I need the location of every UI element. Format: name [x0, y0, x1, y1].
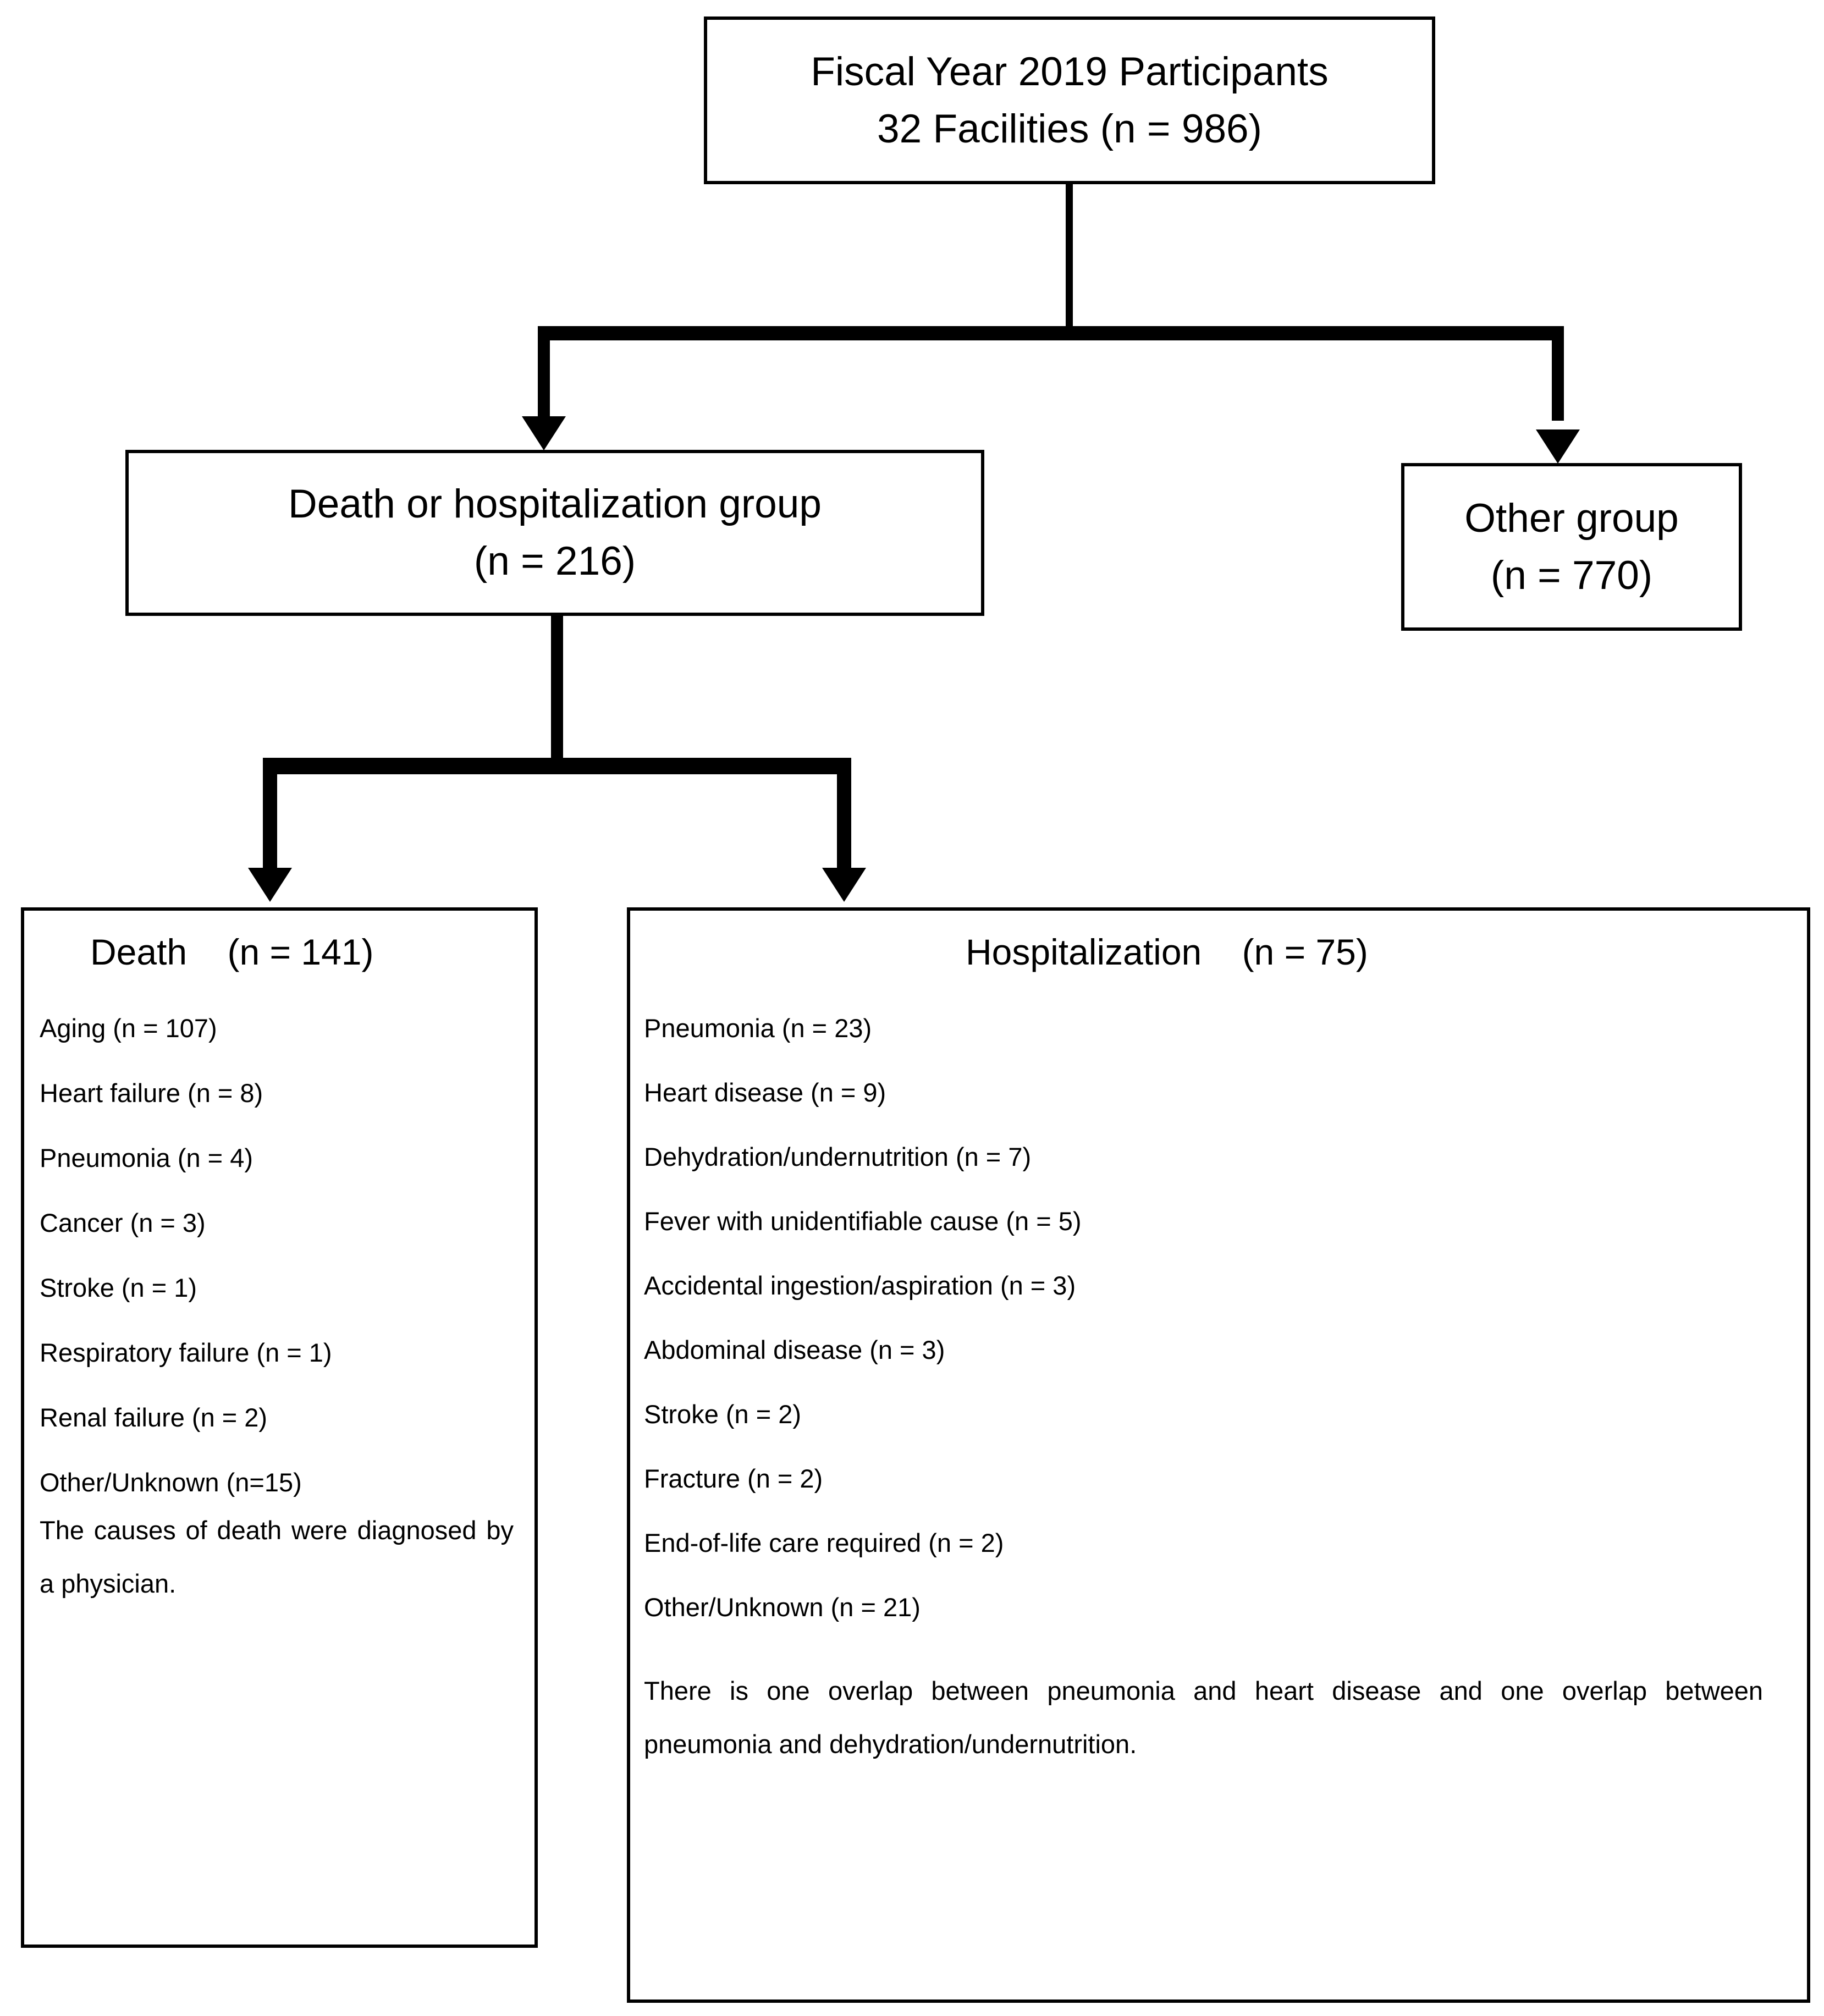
list-item: Accidental ingestion/aspiration (n = 3) — [644, 1271, 1076, 1300]
dh-line-1: Death or hospitalization group — [288, 482, 822, 527]
other-line-1: Other group — [1464, 495, 1679, 541]
node-death-detail: Death (n = 141) Aging (n = 107) Heart fai… — [21, 907, 538, 1948]
death-note: The causes of death were diagnosed by a … — [40, 1516, 514, 1599]
list-item: Fracture (n = 2) — [644, 1464, 823, 1493]
arrow-to-other-group — [1536, 429, 1580, 464]
other-line-2: (n = 770) — [1490, 553, 1653, 598]
dh-line-2: (n = 216) — [473, 539, 636, 583]
death-title: Death (n = 141) — [90, 932, 374, 972]
list-item: Pneumonia (n = 23) — [644, 1013, 872, 1043]
list-item: Pneumonia (n = 4) — [40, 1143, 253, 1172]
node-death-or-hospitalization-group: Death or hospitalization group (n = 216) — [125, 450, 984, 616]
list-item: Fever with unidentifiable cause (n = 5) — [644, 1207, 1082, 1236]
arrow-to-hospitalization-detail — [822, 868, 866, 902]
arrow-to-death-detail — [248, 868, 292, 902]
hospitalization-note: There is one overlap between pneumonia a… — [644, 1676, 1763, 1759]
connector-root-stem — [1066, 184, 1073, 333]
list-item: Stroke (n = 2) — [644, 1400, 802, 1429]
root-line-2: 32 Facilities (n = 986) — [877, 106, 1262, 151]
list-item: Stroke (n = 1) — [40, 1273, 197, 1302]
list-item: End-of-life care required (n = 2) — [644, 1528, 1004, 1557]
node-other-group: Other group (n = 770) — [1401, 463, 1742, 631]
list-item: Other/Unknown (n = 21) — [644, 1593, 921, 1622]
connector-root-bar — [538, 326, 1564, 340]
node-hospitalization-detail: Hospitalization (n = 75) Pneumonia (n = … — [627, 907, 1810, 2003]
list-item: Respiratory failure (n = 1) — [40, 1338, 332, 1367]
node-fiscal-year-participants: Fiscal Year 2019 Participants 32 Facilit… — [704, 16, 1435, 184]
list-item: Abdominal disease (n = 3) — [644, 1335, 945, 1364]
hospitalization-title: Hospitalization (n = 75) — [966, 932, 1368, 972]
list-item: Heart disease (n = 9) — [644, 1078, 886, 1107]
connector-root-right-drop — [1552, 333, 1564, 421]
connector-dh-left-drop — [263, 767, 277, 871]
connector-dh-stem — [551, 616, 563, 758]
connector-dh-bar — [263, 758, 851, 774]
connector-root-left-drop — [538, 333, 550, 421]
list-item: Heart failure (n = 8) — [40, 1078, 263, 1108]
list-item: Other/Unknown (n=15) — [40, 1468, 302, 1497]
list-item: Cancer (n = 3) — [40, 1208, 206, 1237]
connector-dh-right-drop — [837, 767, 851, 871]
root-line-1: Fiscal Year 2019 Participants — [811, 49, 1329, 94]
arrow-to-death-or-hospitalization-group — [522, 416, 566, 450]
list-item: Dehydration/undernutrition (n = 7) — [644, 1142, 1032, 1171]
list-item: Renal failure (n = 2) — [40, 1403, 268, 1432]
list-item: Aging (n = 107) — [40, 1013, 217, 1043]
